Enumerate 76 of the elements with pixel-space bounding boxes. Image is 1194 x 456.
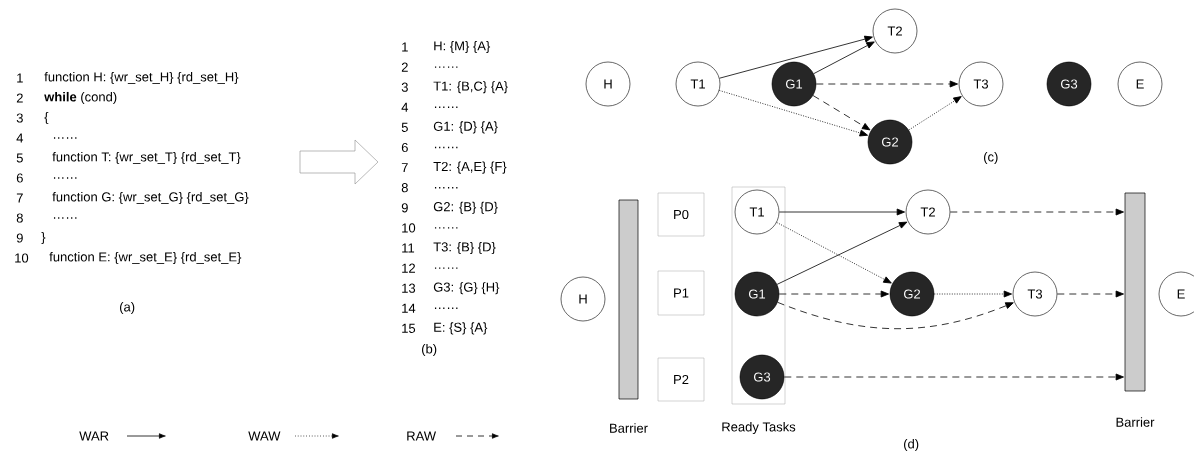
panel-caption: (d) bbox=[904, 438, 919, 452]
arrow bbox=[718, 90, 868, 137]
code-line-number: 4 bbox=[16, 133, 24, 143]
code-line-number: 2 bbox=[16, 93, 23, 103]
code-line-number: 9 bbox=[16, 233, 23, 243]
dependency-entry: …… bbox=[435, 66, 458, 68]
line-number: 11 bbox=[402, 243, 415, 253]
panel-caption: (c) bbox=[984, 151, 998, 165]
dependency-entry: …… bbox=[435, 307, 458, 309]
processor-box: P1 bbox=[657, 270, 705, 316]
line-number: 8 bbox=[401, 183, 408, 193]
line-number: 3 bbox=[401, 82, 408, 92]
code-line: function H: {wr_set_H} {rd_set_H} bbox=[44, 71, 239, 85]
dependency-entry: T1: {B,C} {A} bbox=[433, 81, 508, 94]
arrow bbox=[815, 80, 958, 88]
code-line-number: 5 bbox=[16, 153, 23, 163]
arrow bbox=[812, 95, 871, 131]
ready-tasks-label: Ready Tasks bbox=[722, 421, 796, 435]
dependency-entry: G3: {G} {H} bbox=[433, 282, 500, 295]
dependency-entry: G2: {B} {D} bbox=[433, 201, 498, 214]
code-line: { bbox=[44, 111, 49, 125]
code-line: while (cond) bbox=[44, 91, 117, 105]
dependency-entry: …… bbox=[435, 146, 458, 149]
code-line-number: 6 bbox=[16, 173, 23, 183]
code-line: …… bbox=[54, 137, 77, 139]
line-number: 9 bbox=[401, 203, 408, 213]
line-number: 6 bbox=[401, 142, 408, 153]
code-line: …… bbox=[54, 177, 77, 179]
arrow bbox=[933, 290, 1012, 298]
arrow bbox=[813, 41, 875, 75]
line-number: 7 bbox=[401, 163, 408, 173]
dependency-entry: T2: {A,E} {F} bbox=[433, 161, 507, 174]
arrow bbox=[1056, 290, 1124, 298]
line-number: 15 bbox=[402, 323, 416, 333]
line-number: 5 bbox=[401, 122, 408, 132]
dependency-entry: …… bbox=[435, 267, 458, 269]
line-number: 1 bbox=[402, 42, 408, 52]
line-number: 4 bbox=[401, 102, 409, 112]
code-line-number: 1 bbox=[17, 73, 23, 83]
arrow bbox=[719, 35, 873, 79]
line-number: 14 bbox=[402, 303, 416, 313]
dependency-entry: …… bbox=[435, 106, 458, 108]
arrow bbox=[908, 96, 962, 131]
line-number: 2 bbox=[401, 62, 408, 72]
arrow bbox=[778, 290, 889, 298]
dependency-entry: G1: {D} {A} bbox=[433, 121, 498, 134]
code-line-number: 10 bbox=[15, 253, 29, 263]
panel-caption: (a) bbox=[120, 301, 135, 315]
barrier-label: Barrier bbox=[1116, 417, 1155, 427]
code-line: function G: {wr_set_G} {rd_set_G} bbox=[52, 191, 249, 205]
code-line-number: 7 bbox=[16, 193, 23, 203]
dependency-entry: …… bbox=[435, 227, 458, 229]
code-line: …… bbox=[54, 217, 77, 219]
processor-box: P2 bbox=[657, 357, 705, 402]
code-line: function E: {wr_set_E} {rd_set_E} bbox=[49, 251, 242, 265]
legend-label: WAW bbox=[248, 431, 281, 441]
arrow bbox=[778, 208, 905, 216]
code-line-number: 8 bbox=[16, 213, 23, 223]
arrow bbox=[783, 373, 1124, 381]
code-line: function T: {wr_set_T} {rd_set_T} bbox=[52, 151, 241, 165]
dependency-entry: …… bbox=[435, 187, 458, 189]
legend-label: RAW bbox=[407, 431, 436, 441]
arrow bbox=[777, 301, 1014, 330]
line-number: 10 bbox=[402, 223, 416, 233]
dependency-entry: E: {S} {A} bbox=[434, 322, 488, 335]
line-number: 13 bbox=[402, 283, 416, 293]
panel-caption: (b) bbox=[422, 343, 437, 357]
barrier-label: Barrier bbox=[610, 423, 648, 433]
dependency-entry: T3: {B} {D} bbox=[433, 241, 496, 255]
arrow bbox=[949, 208, 1124, 216]
line-number: 12 bbox=[402, 263, 415, 273]
dependency-entry: H: {M} {A} bbox=[434, 40, 491, 54]
legend-label: WAR bbox=[79, 431, 109, 441]
processor-box: P0 bbox=[657, 192, 705, 237]
code-line: } bbox=[41, 231, 46, 245]
code-line-number: 3 bbox=[16, 113, 23, 123]
